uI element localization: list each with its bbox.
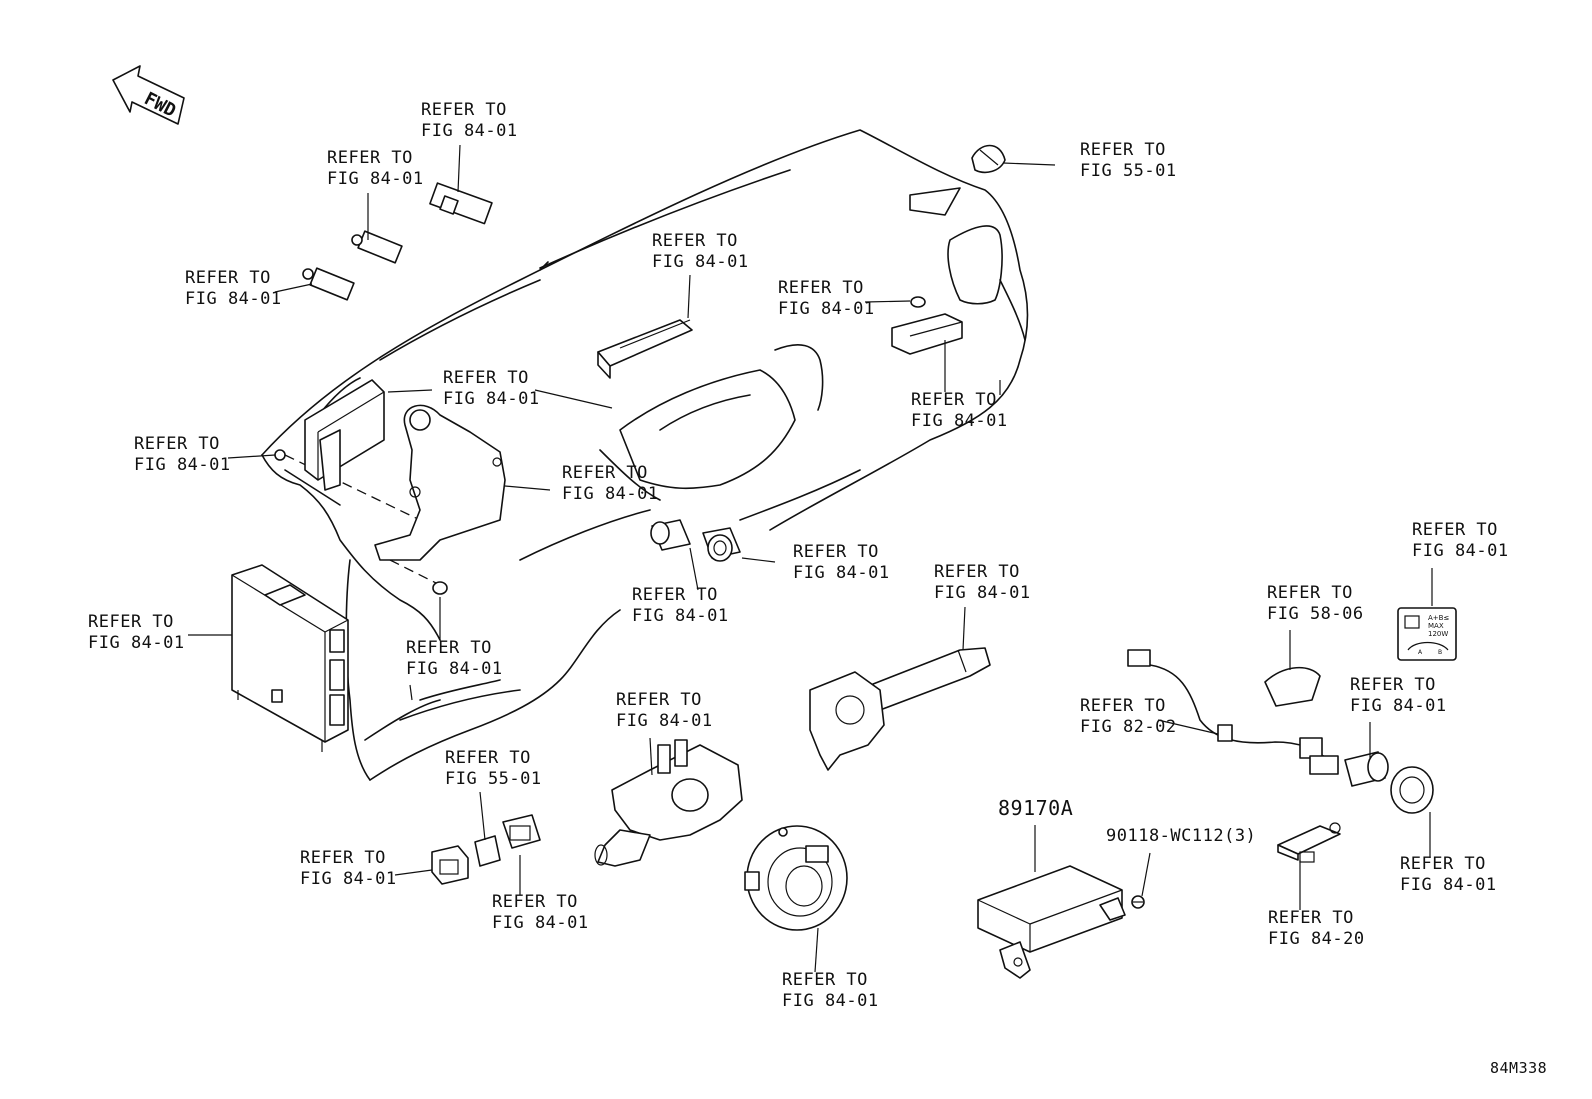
- bulb-socket-lower: [302, 267, 355, 301]
- center-panel-switch: [597, 319, 693, 379]
- power-outlet-lower: [1390, 766, 1434, 814]
- switch-small-b: [474, 835, 501, 867]
- steering-bracket: [374, 404, 506, 561]
- ecu-module: [231, 564, 349, 752]
- locator-line: [389, 559, 441, 586]
- fwd-arrow-icon: FWD: [112, 65, 185, 125]
- svg-text:120W: 120W: [1428, 630, 1448, 638]
- switch-small-c: [502, 814, 541, 849]
- clip-left: [274, 449, 286, 461]
- combination-switch: [594, 739, 743, 867]
- caution-plate: A+B≤ MAX 120W A B: [1397, 607, 1457, 661]
- airbag-sensor-module: [977, 865, 1126, 979]
- power-outlet-upper: [1344, 751, 1389, 787]
- grommet-right: [910, 296, 926, 308]
- panel-switch-right: [891, 313, 963, 355]
- leader-lines: [188, 144, 1433, 973]
- diagram-code: 84M338: [1490, 1059, 1548, 1077]
- socket-cover: [1264, 666, 1321, 707]
- part-number-label: 89170A: [998, 796, 1074, 820]
- clip-part-right: [971, 144, 1006, 174]
- wire-harness: [1127, 649, 1339, 775]
- power-socket-right: [702, 527, 741, 562]
- power-socket-left: [650, 519, 691, 551]
- bolt: [1131, 895, 1145, 909]
- svg-text:MAX: MAX: [1428, 622, 1444, 630]
- svg-text:A+B≤: A+B≤: [1428, 614, 1449, 622]
- sensor-module: [1277, 822, 1341, 863]
- svg-text:A: A: [1418, 649, 1423, 656]
- svg-text:B: B: [1438, 649, 1442, 656]
- module-left: [304, 379, 385, 491]
- spiral-cable: [744, 825, 848, 931]
- wiper-switch: [809, 647, 991, 771]
- switch-connector-top: [429, 182, 493, 225]
- bolt-number-label: 90118-WC112(3): [1106, 826, 1257, 846]
- switch-small-a: [431, 845, 469, 885]
- bulb-socket-upper: [351, 230, 403, 264]
- clip-bottom: [432, 581, 448, 595]
- instrument-panel-outline: [261, 129, 1029, 781]
